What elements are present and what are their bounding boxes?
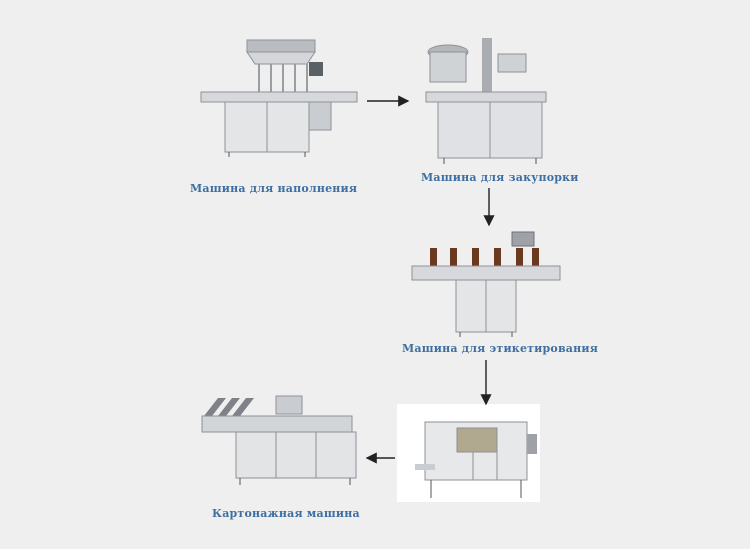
labeling-machine-label: Машина для этикетирования	[402, 342, 599, 355]
capping-machine-image	[420, 34, 550, 166]
filling-machine-image	[197, 36, 362, 158]
cartoning-machine-label: Картонажная машина	[212, 507, 360, 520]
filling-machine-label: Машина для наполнения	[190, 182, 358, 195]
cartoning-machine-image	[200, 392, 362, 487]
capping-machine-label: Машина для закупорки	[421, 171, 579, 184]
labeling-machine-image	[410, 226, 562, 338]
wrapping-machine-image	[397, 404, 540, 502]
